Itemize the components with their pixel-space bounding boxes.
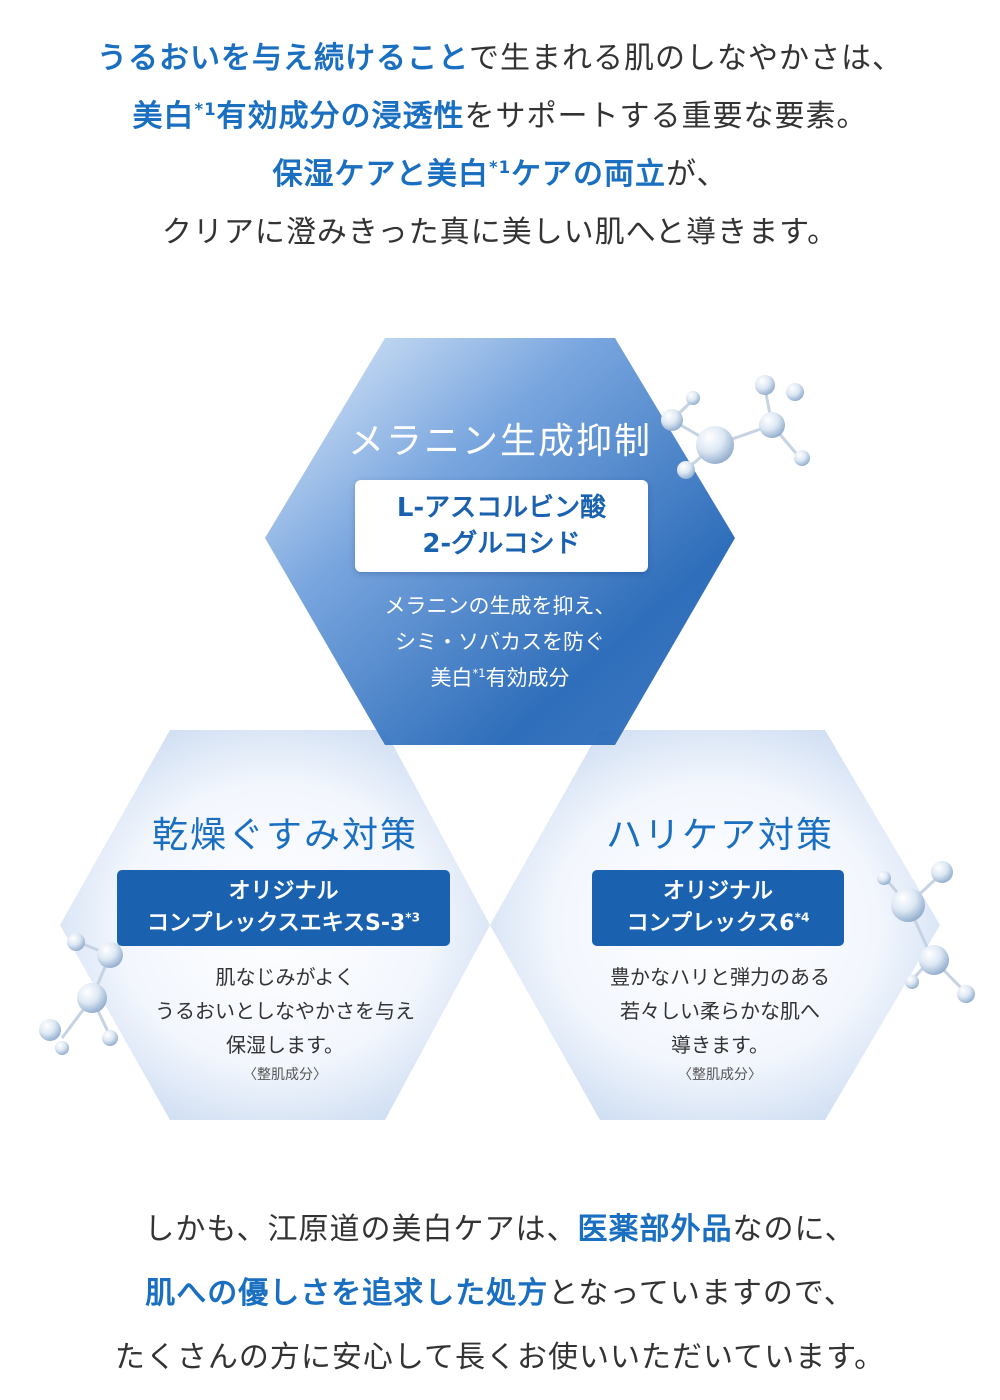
outro-line-3: たくさんの方に安心して長くお使いいただいています。: [114, 1340, 886, 1375]
outro-text: しかも、江原道の美白ケアは、医薬部外品なのに、 肌への優しさを追求した処方となっ…: [0, 1198, 1000, 1390]
hexagon-top-title: メラニン生成抑制: [347, 421, 652, 462]
hexagon-top-description: メラニンの生成を抑え、 シミ・ソバカスを防ぐ 美白*1有効成分: [384, 594, 616, 690]
hexagon-left-description: 肌なじみがよく うるおいとしなやかさを与え 保湿します。 〈整肌成分〉: [100, 960, 470, 1088]
intro-line-1: うるおいを与え続けることで生まれる肌のしなやかさは、: [97, 41, 903, 76]
intro-text: うるおいを与え続けることで生まれる肌のしなやかさは、 美白*1有効成分の浸透性を…: [0, 30, 1000, 262]
hexagon-left-title: 乾燥ぐすみ対策: [151, 815, 418, 856]
intro-line-3: 保湿ケアと美白*1ケアの両立が、: [272, 157, 728, 192]
ingredient-box-right: オリジナル コンプレックス6*4: [592, 870, 844, 946]
ingredient-box-left: オリジナル コンプレックスエキスS-3*3: [117, 870, 450, 946]
hexagon-right-description: 豊かなハリと弾力のある 若々しい柔らかな肌へ 導きます。 〈整肌成分〉: [540, 960, 900, 1088]
molecule-icon: [661, 375, 810, 479]
hexagon-left-content: 乾燥ぐすみ対策 オリジナル コンプレックスエキスS-3*3 肌なじみがよく うる…: [100, 806, 470, 1088]
intro-line-2: 美白*1有効成分の浸透性をサポートする重要な要素。: [132, 99, 868, 134]
outro-line-2: 肌への優しさを追求した処方となっていますので、: [145, 1276, 855, 1311]
ingredient-box-top: L-アスコルビン酸 2-グルコシド: [355, 480, 648, 572]
outro-line-1: しかも、江原道の美白ケアは、医薬部外品なのに、: [144, 1212, 856, 1247]
note-right: 〈整肌成分〉: [678, 1067, 762, 1083]
hexagon-top-content: メラニン生成抑制 L-アスコルビン酸 2-グルコシド メラニンの生成を抑え、 シ…: [300, 412, 700, 696]
hexagon-right-title: ハリケア対策: [605, 815, 834, 856]
intro-line-4: クリアに澄みきった真に美しい肌へと導きます。: [161, 215, 839, 250]
note-left: 〈整肌成分〉: [243, 1067, 327, 1083]
hexagon-right-content: ハリケア対策 オリジナル コンプレックス6*4 豊かなハリと弾力のある 若々しい…: [540, 806, 900, 1088]
molecule-icon: [877, 861, 975, 1003]
hexagon-background: [39, 338, 975, 1120]
hexagon-diagram: メラニン生成抑制 L-アスコルビン酸 2-グルコシド メラニンの生成を抑え、 シ…: [0, 330, 1000, 1130]
